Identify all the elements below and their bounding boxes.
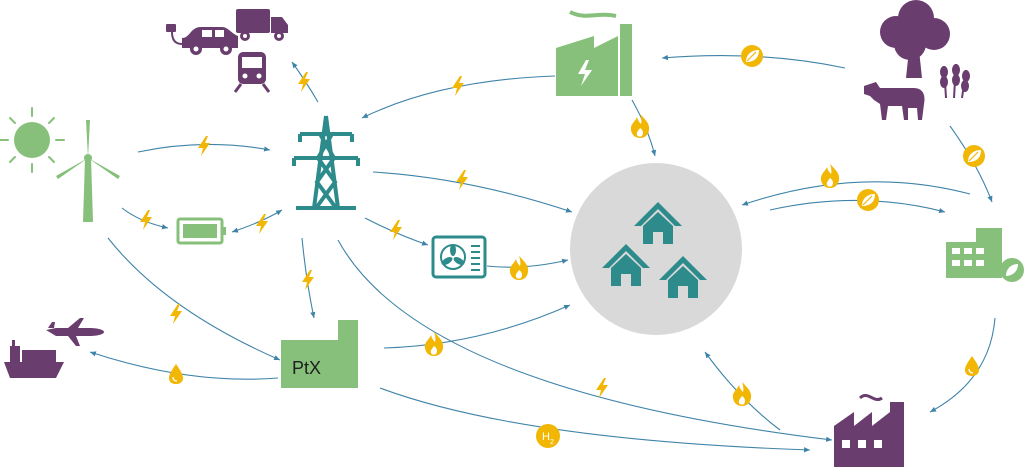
lightning-icon (456, 170, 468, 190)
hydrogen-icon: H 2 (536, 424, 560, 448)
sun-icon (0, 107, 65, 173)
wind-turbine-icon (56, 120, 120, 222)
lightning-icon (596, 378, 608, 398)
power-pylon-icon (292, 115, 360, 210)
tree-icon (880, 0, 950, 78)
lightning-icon (298, 72, 310, 92)
biogas-factory-icon (946, 228, 1024, 282)
flame-icon (509, 256, 529, 280)
ptx-plant-icon: PtX (281, 320, 358, 388)
leaf-icon (962, 144, 986, 168)
lightning-icon (140, 210, 152, 230)
flame-icon (820, 164, 840, 188)
train-icon (233, 52, 271, 93)
hydrogen-label: H (542, 431, 550, 443)
lightning-icon (170, 304, 182, 324)
ship-icon (4, 340, 64, 378)
lightning-icon (198, 136, 210, 156)
truck-icon (236, 9, 288, 41)
fuel-drop-icon (964, 355, 980, 377)
energy-carriers: H 2 (140, 44, 986, 448)
building-hub (570, 163, 742, 335)
hub-circle (570, 163, 742, 335)
electric-car-icon (166, 24, 238, 55)
industry-factory-icon (834, 393, 904, 467)
flow-arrows (89, 54, 996, 453)
flame-icon (732, 382, 752, 406)
lightning-icon (390, 220, 402, 240)
leaf-icon (740, 44, 764, 68)
heat-pump-icon (431, 235, 487, 279)
fuel-drop-icon (168, 363, 184, 385)
hydrogen-subscript: 2 (550, 439, 554, 446)
lightning-icon (256, 214, 268, 234)
power-plant-icon (556, 10, 632, 96)
ptx-label: PtX (292, 358, 321, 378)
leaf-icon (856, 188, 880, 212)
cow-icon (864, 82, 925, 120)
battery-icon (176, 217, 226, 245)
airplane-icon (46, 318, 104, 346)
wheat-icon (940, 63, 970, 99)
flame-icon (630, 114, 650, 138)
transport-group (166, 9, 288, 93)
